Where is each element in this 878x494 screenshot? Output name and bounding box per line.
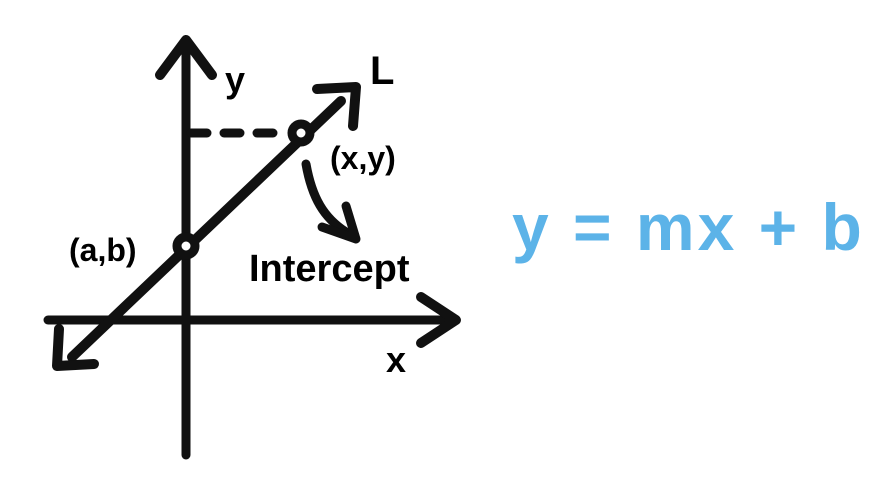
y-axis-arrowhead-icon bbox=[155, 35, 217, 80]
x-axis-label: x bbox=[386, 339, 406, 380]
x-axis-arrowhead-icon bbox=[416, 292, 461, 348]
point-marker-intercept bbox=[172, 232, 200, 260]
point-marker-xy bbox=[287, 119, 315, 147]
line-L-arrowhead-down-icon bbox=[52, 324, 99, 371]
line-L-arrowhead-up-icon bbox=[312, 82, 361, 131]
equation-text: y = mx + b bbox=[512, 190, 865, 264]
intercept-callout-curve bbox=[301, 159, 351, 237]
point-label-ab: (a,b) bbox=[69, 232, 137, 268]
point-markers-group bbox=[172, 119, 315, 260]
intercept-callout-label: Intercept bbox=[249, 248, 410, 290]
y-axis-label: y bbox=[225, 59, 245, 100]
intercept-callout-arrow bbox=[301, 159, 361, 244]
line-L-label: L bbox=[370, 49, 394, 93]
point-label-xy: (x,y) bbox=[330, 140, 396, 176]
intercept-callout-arrowhead-icon bbox=[317, 201, 361, 244]
